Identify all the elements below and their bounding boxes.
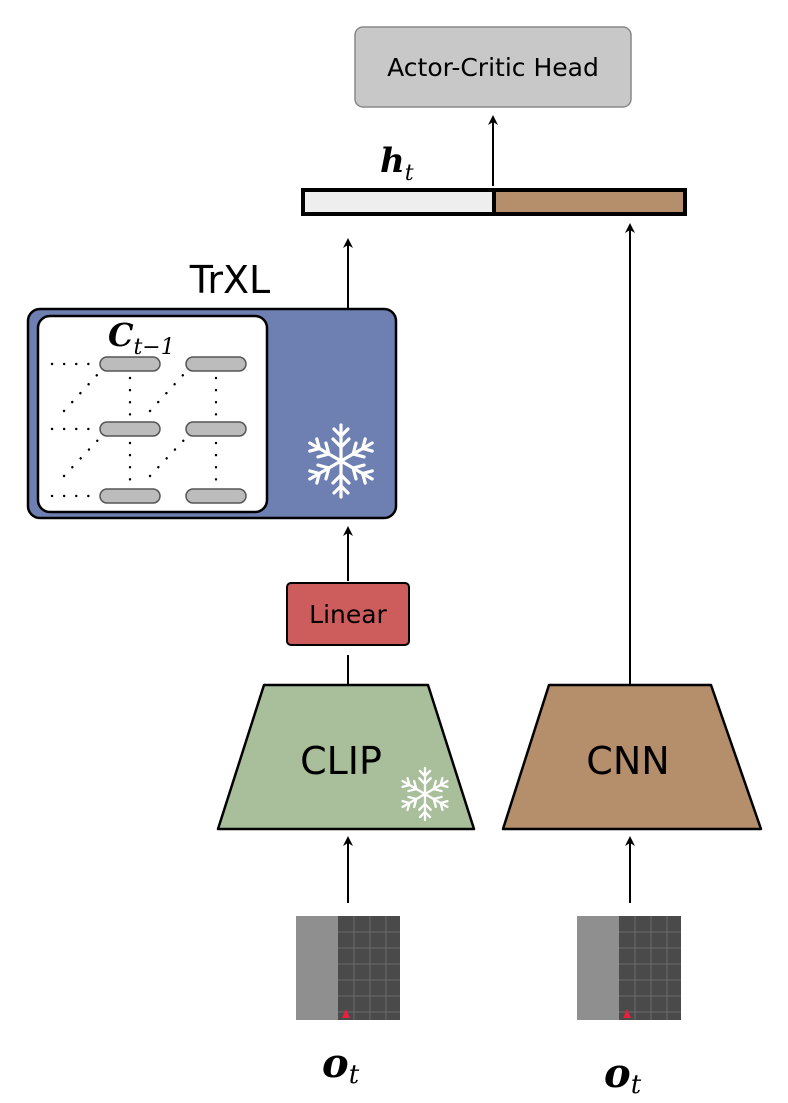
observation-label-right: ot	[604, 1050, 642, 1100]
memory-token	[99, 356, 161, 372]
trxl-block: Ct−1	[26, 307, 398, 520]
hidden-state-bar	[301, 188, 687, 216]
memory-label: Ct−1	[108, 316, 175, 360]
clip-label: CLIP	[300, 739, 382, 783]
hidden-state-label: ht	[380, 141, 414, 186]
memory-token	[185, 421, 247, 437]
actor-critic-label: Actor-Critic Head	[387, 53, 599, 82]
memory-subscript: t−1	[133, 335, 174, 360]
observation-image-right	[576, 915, 682, 1021]
actor-critic-box	[354, 26, 632, 108]
observation-image-left	[295, 915, 401, 1021]
memory-token	[99, 421, 161, 437]
hidden-state-left-half	[301, 188, 496, 216]
cnn-label: CNN	[586, 739, 669, 783]
memory-dotted-connections	[50, 362, 218, 498]
hidden-state-right-half	[492, 188, 687, 216]
cnn-encoder: CNN	[501, 683, 763, 831]
memory-token	[185, 356, 247, 372]
memory-token	[99, 488, 161, 504]
linear-layer: Linear	[286, 582, 410, 646]
cnn-trapezoid	[501, 683, 763, 831]
clip-trapezoid	[216, 683, 476, 831]
memory-token	[185, 488, 247, 504]
linear-label: Linear	[309, 600, 387, 629]
memory-tokens	[99, 356, 247, 504]
clip-encoder: CLIP	[216, 683, 476, 831]
trxl-label: TrXL	[189, 258, 270, 302]
observation-subscript-left: t	[349, 1060, 360, 1090]
observation-label-left: ot	[322, 1040, 360, 1090]
observation-subscript-right: t	[631, 1070, 642, 1100]
actor-critic-head: Actor-Critic Head	[354, 26, 632, 108]
hidden-state-subscript: t	[405, 161, 414, 186]
linear-box	[286, 582, 410, 646]
